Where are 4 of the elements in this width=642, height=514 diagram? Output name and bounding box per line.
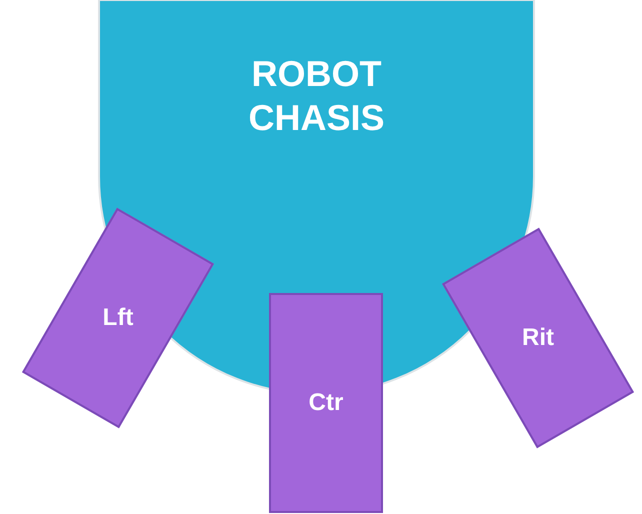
sensor-label: Rit	[521, 324, 555, 352]
sensor-label: Ctr	[308, 389, 344, 417]
chassis-label: ROBOT CHASIS	[247, 52, 386, 140]
sensor-label: Lft	[102, 304, 134, 332]
